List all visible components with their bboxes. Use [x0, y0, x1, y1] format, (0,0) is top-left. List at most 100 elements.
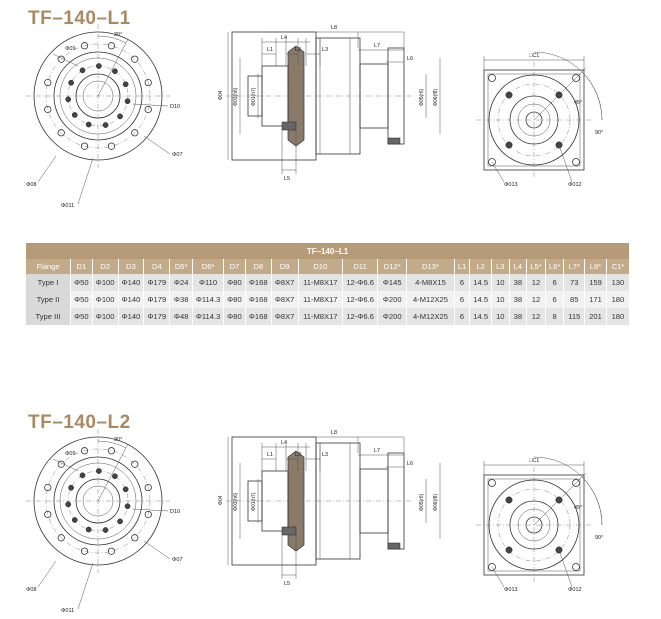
- end-90-label: 90°: [595, 535, 603, 541]
- table-cell: 201: [584, 308, 607, 325]
- end-d12-label: Φ012: [568, 182, 582, 188]
- flange-type-cell: Type I: [26, 274, 71, 291]
- end-leader: [558, 144, 573, 183]
- end-angle-arc: [581, 71, 603, 121]
- table-cell: 171: [584, 291, 607, 308]
- front-mounting-hole: [144, 510, 152, 519]
- table-cell: 180: [606, 308, 631, 325]
- front-tapped-hole: [112, 473, 118, 480]
- column-header: D11: [342, 259, 379, 274]
- front-tapped-hole: [117, 113, 123, 120]
- table-cell: 14.5: [469, 274, 493, 291]
- table-cell: Φ80: [223, 291, 246, 308]
- end-corner-hole: [488, 479, 496, 487]
- front-mounting-hole: [144, 483, 152, 492]
- front-angle-leader: [97, 443, 129, 502]
- end-45-label: 45°: [574, 100, 582, 106]
- front-d11-label: Φ011: [61, 608, 74, 614]
- front-leader: [52, 458, 79, 472]
- front-mounting-hole: [57, 534, 65, 542]
- front-leader: [77, 562, 94, 610]
- side-d6-label: Φ06(f8): [433, 494, 439, 511]
- table-cell: 73: [563, 274, 586, 291]
- end-angle-leader: [533, 472, 587, 526]
- front-tapped-hole: [65, 96, 72, 103]
- table-cell: 85: [563, 291, 586, 308]
- table-cell: Φ80: [223, 308, 246, 325]
- front-leader: [132, 508, 169, 512]
- front-tapped-hole: [79, 67, 86, 74]
- end-leader: [491, 161, 505, 183]
- table-cell: Φ168: [245, 274, 272, 291]
- end-angle-arc: [581, 476, 603, 526]
- side-screw: [387, 542, 401, 550]
- front-tapped-hole: [122, 486, 129, 493]
- table-cell: Φ145: [377, 274, 408, 291]
- column-header: D5*: [169, 259, 194, 274]
- table-cell: 6: [454, 291, 471, 308]
- side-key: [281, 526, 297, 536]
- table-cell: 14.5: [469, 291, 493, 308]
- flange-type-cell: Type III: [26, 308, 71, 325]
- column-header: D3: [118, 259, 145, 274]
- side-d4-label: Φ04: [218, 495, 224, 505]
- side-l4-label: L4: [281, 35, 287, 41]
- side-key: [281, 121, 297, 131]
- front-tapped-hole: [124, 98, 131, 105]
- end-tapped-hole: [505, 546, 513, 554]
- table-cell: 10: [491, 308, 510, 325]
- side-output-shaft: [261, 470, 289, 532]
- side-l8-label: L8: [331, 430, 337, 436]
- front-d7-label: Φ07: [172, 557, 183, 563]
- front-d10-label: D10: [170, 509, 180, 515]
- front-mounting-hole: [131, 129, 139, 137]
- end-d13-label: Φ013: [504, 587, 518, 593]
- table-cell: Φ8X7: [271, 274, 299, 291]
- side-d1-label: Φ01(h7): [251, 492, 257, 511]
- side-screw: [387, 137, 401, 145]
- table-cell: 10: [491, 274, 510, 291]
- table-cell: 12-Φ6.6: [342, 291, 379, 308]
- table-cell: 11-M8X17: [298, 308, 344, 325]
- table-cell: Φ8X7: [271, 308, 299, 325]
- column-header: D10: [298, 259, 344, 274]
- front-tapped-hole: [124, 503, 131, 510]
- column-header: Flange: [26, 259, 71, 274]
- front-mounting-hole: [44, 510, 52, 519]
- front-tapped-hole: [65, 501, 72, 508]
- side-l7-label: L7: [374, 448, 380, 454]
- front-leader: [52, 53, 79, 67]
- column-header: L1: [454, 259, 471, 274]
- front-leader: [37, 560, 57, 588]
- front-tapped-hole: [112, 68, 118, 75]
- side-l3-label: L3: [322, 47, 328, 53]
- table-cell: 38: [509, 274, 528, 291]
- column-header: D2: [92, 259, 119, 274]
- table-cell: Φ100: [92, 274, 119, 291]
- side-d4-label: Φ04: [218, 90, 224, 100]
- front-tapped-hole: [95, 468, 102, 474]
- end-leader: [558, 549, 573, 588]
- table-cell: Φ100: [92, 291, 119, 308]
- table-cell: 6: [545, 291, 565, 308]
- front-tapped-hole: [102, 122, 109, 128]
- side-l3-label: L3: [322, 452, 328, 458]
- column-header: L2: [469, 259, 493, 274]
- end-corner-hole: [572, 479, 580, 487]
- front-tapped-hole: [71, 517, 78, 523]
- table-cell: 11-M8X17: [298, 291, 344, 308]
- end-angle-arc: [533, 51, 603, 121]
- front-mounting-hole: [80, 42, 89, 50]
- table-cell: Φ200: [377, 308, 408, 325]
- end-corner-hole: [488, 158, 496, 166]
- table-cell: Φ48: [169, 308, 194, 325]
- front-angle-label: 30°: [114, 32, 122, 38]
- front-mounting-hole: [80, 142, 89, 150]
- front-leader: [143, 135, 171, 155]
- table-cell: Φ50: [70, 274, 93, 291]
- table-cell: Φ179: [143, 274, 171, 291]
- front-tapped-hole: [95, 63, 102, 69]
- front-tapped-hole: [79, 472, 86, 479]
- side-l4-label: L4: [281, 440, 287, 446]
